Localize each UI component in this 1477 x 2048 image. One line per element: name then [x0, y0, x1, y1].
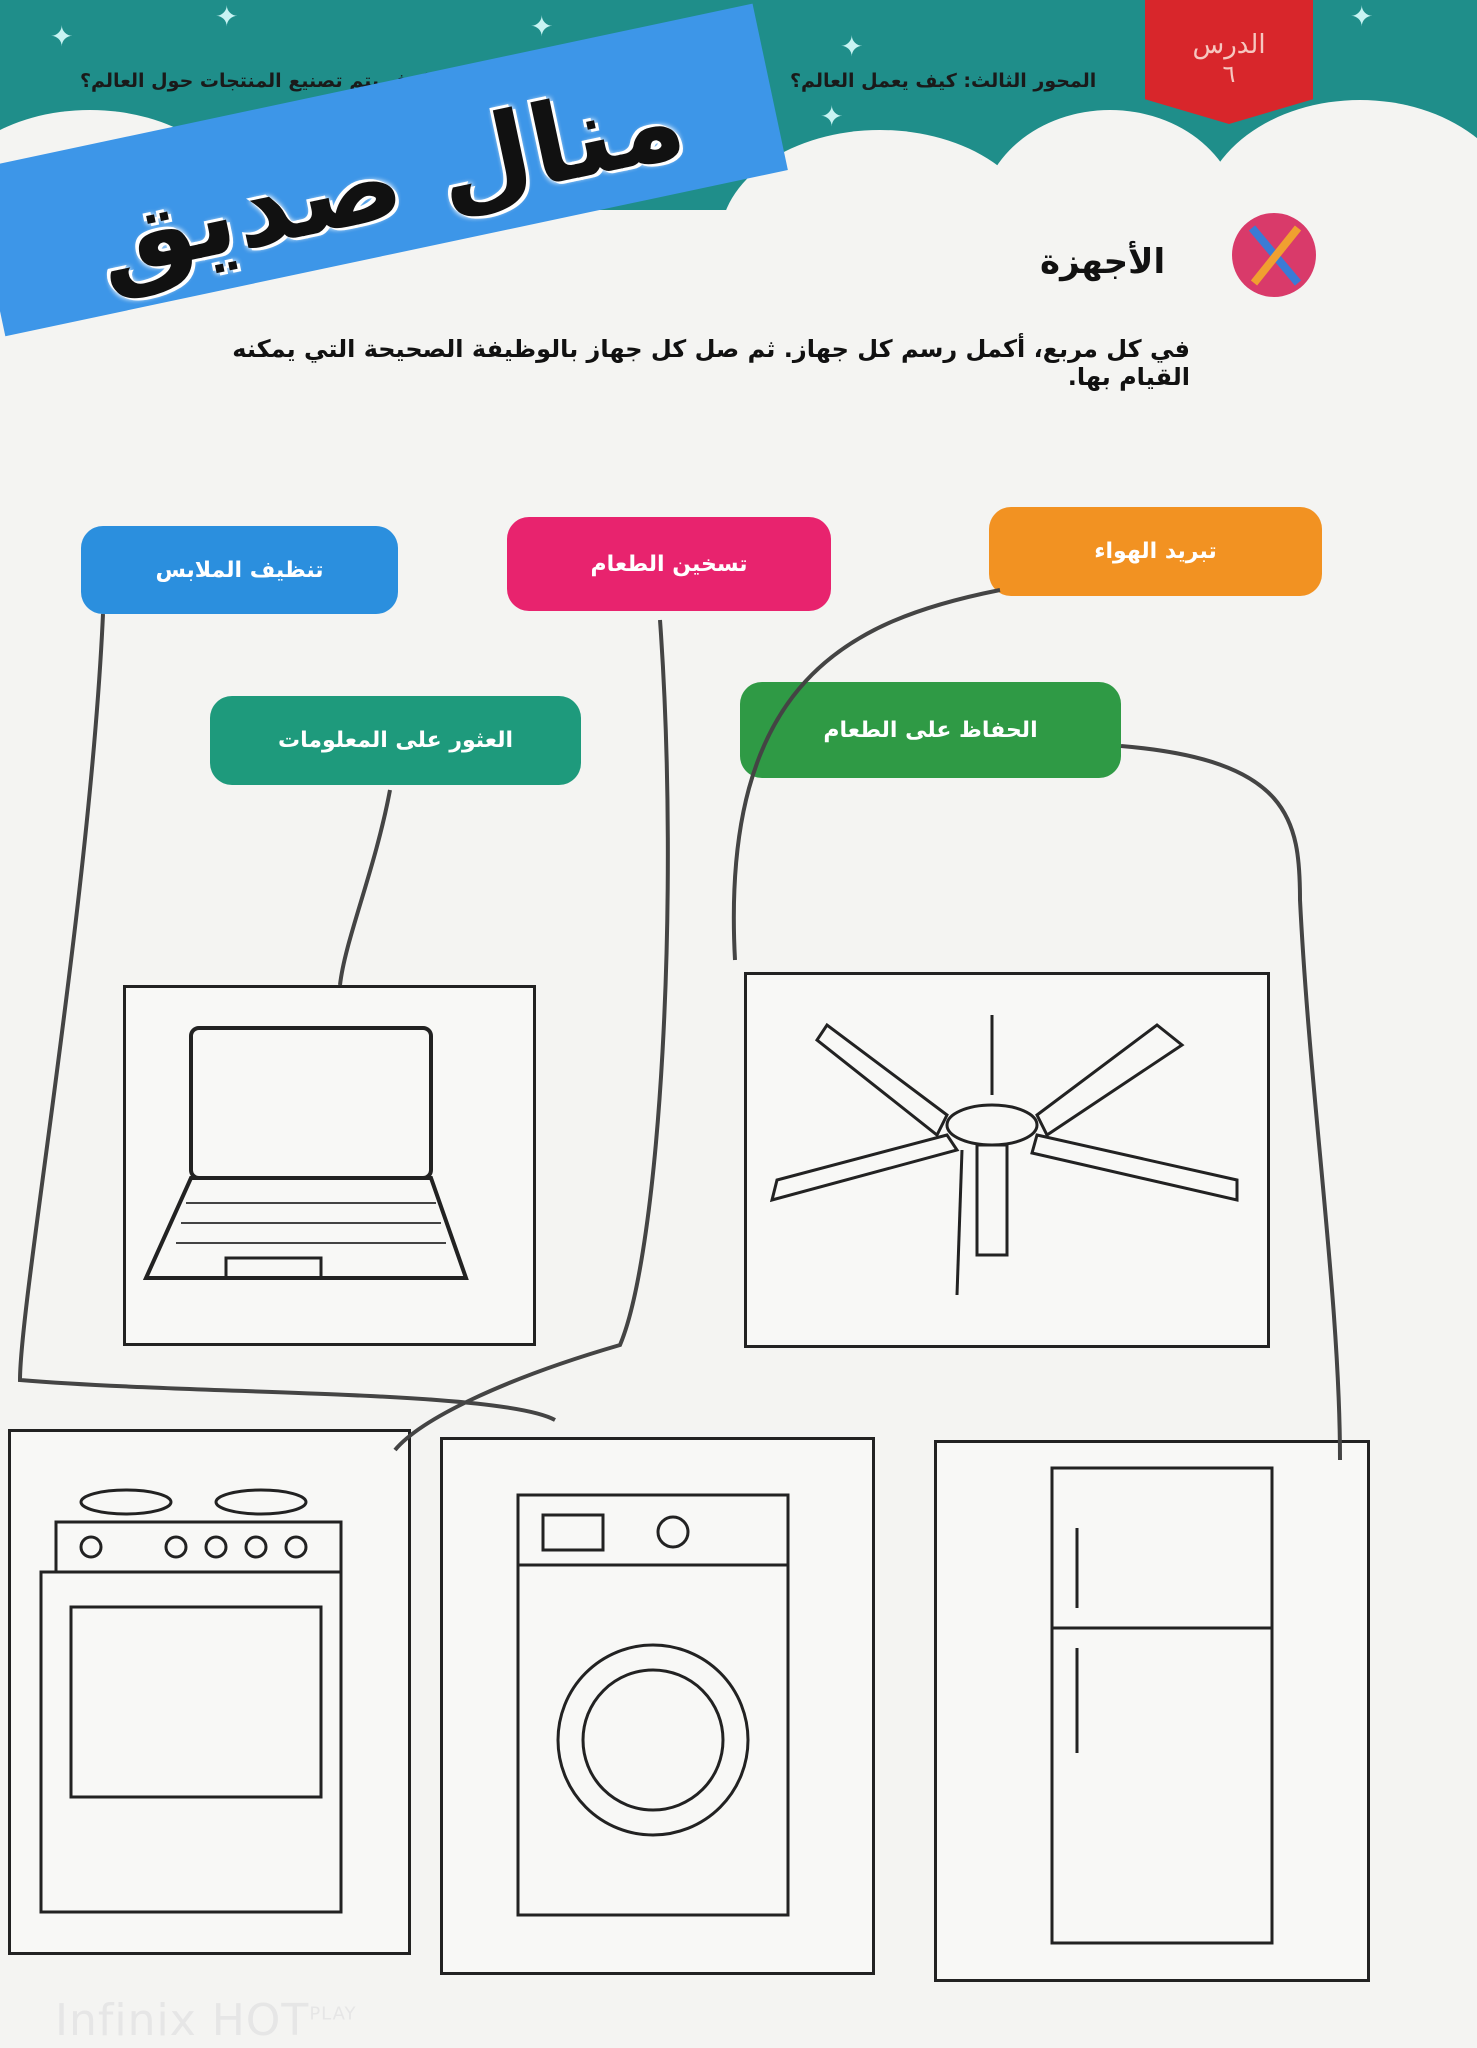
line-info-to-laptop [338, 789, 392, 986]
unit-breadcrumb: المحور الثالث: كيف يعمل العالم؟ [790, 70, 1097, 92]
camera-brand-watermark: Infinix HOTPLAY [55, 1995, 357, 2046]
instruction-text: في كل مربع، أكمل رسم كل جهاز. ثم صل كل ج… [232, 335, 1190, 391]
function-cool-air[interactable]: تبريد الهواء [989, 507, 1322, 596]
ceiling-fan-icon [769, 1015, 1239, 1296]
brand-suffix: PLAY [309, 2003, 357, 2025]
section-title: الأجهزة [1040, 242, 1166, 282]
device-laptop[interactable] [123, 985, 536, 1346]
pencils-icon [1232, 213, 1316, 297]
laptop-icon [142, 1026, 469, 1280]
device-ceiling-fan[interactable] [744, 972, 1270, 1348]
stove-icon [39, 1488, 343, 1914]
line-preserve-to-fridge [1120, 744, 1342, 1461]
function-find-info[interactable]: العثور على المعلومات [210, 696, 581, 785]
line-heat-food-to-stove [393, 619, 670, 1452]
washing-machine-icon [516, 1493, 790, 1917]
function-heat-food[interactable]: تسخين الطعام [507, 517, 831, 611]
refrigerator-icon [1050, 1466, 1274, 1945]
function-clean-clothes[interactable]: تنظيف الملابس [81, 526, 398, 614]
line-cool-air-to-fan [731, 588, 1001, 961]
device-refrigerator[interactable] [934, 1440, 1370, 1982]
device-stove[interactable] [8, 1429, 411, 1955]
function-preserve-food[interactable]: الحفاظ على الطعام [740, 682, 1121, 778]
device-washing-machine[interactable] [440, 1437, 875, 1975]
brand-name: Infinix HOT [55, 1995, 310, 2046]
lesson-number: ٦ [1222, 60, 1236, 88]
line-clean-clothes-to-washer [17, 613, 556, 1422]
lesson-ribbon: الدرس ٦ [1145, 0, 1313, 124]
lesson-label: الدرس [1192, 30, 1266, 60]
